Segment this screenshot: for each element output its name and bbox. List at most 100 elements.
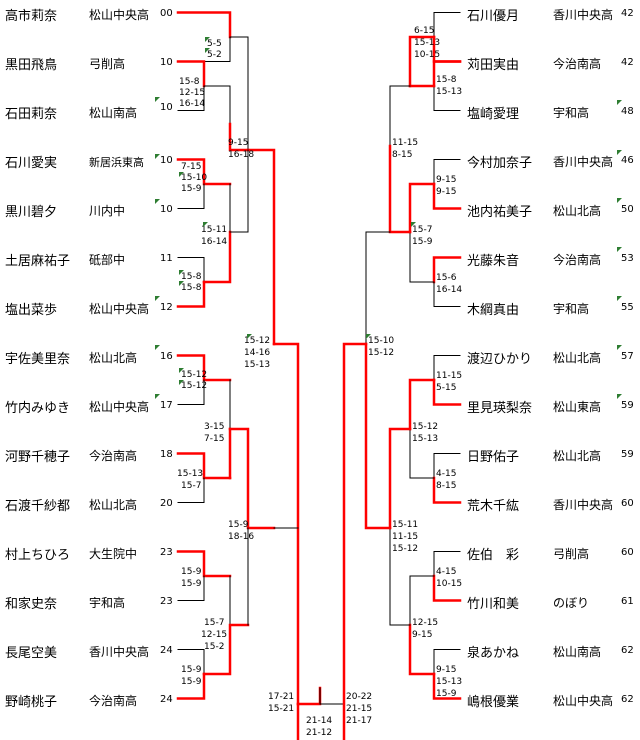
score-r-r2-a-1: 11-15 bbox=[392, 138, 419, 148]
right-player-team-14: 松山南高 bbox=[553, 645, 602, 659]
score-l-r1-f-2: 15-7 bbox=[181, 481, 202, 491]
left-player-seed-2: 10 bbox=[160, 57, 173, 68]
score-r-r1-h-2: 15-13 bbox=[436, 677, 463, 687]
left-r1-match-1-win-path bbox=[176, 11, 232, 39]
right-r1-match-3-win-path bbox=[432, 182, 462, 210]
score-final-right-3: 21-17 bbox=[346, 716, 373, 726]
score-final-right-2: 21-15 bbox=[346, 704, 373, 714]
right-player-team-9: 松山東高 bbox=[553, 400, 602, 414]
score-r-r1-b-1: 15-8 bbox=[436, 75, 457, 85]
left-r1-match-2-win-path bbox=[176, 60, 206, 88]
score-l-r1-b-1: 15-8 bbox=[179, 77, 200, 87]
right-player-seed-11: 60 bbox=[621, 498, 634, 509]
score-l-r3-a-1: 15-12 bbox=[244, 336, 271, 346]
right-r2-match-3-lose-path bbox=[409, 428, 435, 479]
marker-flag-icon bbox=[179, 172, 184, 177]
left-player-name-9: 竹内みゆき bbox=[5, 401, 71, 416]
score-r-r2-c-2: 15-13 bbox=[412, 434, 439, 444]
right-player-name-10: 日野佑子 bbox=[467, 450, 520, 465]
score-l-r1-c-2: 15-10 bbox=[181, 173, 208, 183]
right-r1-match-4-win-path bbox=[432, 256, 462, 284]
left-player-name-6: 土居麻祐子 bbox=[5, 254, 71, 269]
left-r1-match-8-lose-path bbox=[177, 649, 205, 675]
right-r2-match-4-win-path bbox=[408, 623, 436, 676]
right-player-name-8: 渡辺ひかり bbox=[467, 352, 533, 367]
score-r-r3-a-1: 15-10 bbox=[368, 336, 395, 346]
left-r1-match-6-win-path bbox=[176, 452, 232, 480]
right-player-name-15: 嶋根優業 bbox=[467, 695, 520, 710]
right-player-seed-13: 61 bbox=[621, 596, 634, 607]
left-r3-match-2-win-path bbox=[228, 427, 276, 530]
score-l-r3-b-2: 18-16 bbox=[228, 532, 255, 542]
marker-flag-icon bbox=[205, 37, 210, 42]
score-r-r1-g-2: 10-15 bbox=[436, 579, 463, 589]
score-l-r3-b-1: 15-9 bbox=[228, 520, 249, 530]
left-r1-match-5-lose-path bbox=[177, 379, 205, 405]
left-r2-link-2 bbox=[203, 85, 231, 125]
score-r-r1-a-2: 15-13 bbox=[414, 38, 441, 48]
left-player-name-14: 長尾空美 bbox=[5, 646, 58, 661]
marker-flag-icon bbox=[155, 97, 160, 102]
right-player-seed-15: 62 bbox=[621, 694, 634, 705]
left-player-name-10: 河野千穂子 bbox=[5, 450, 71, 465]
score-r-r1-f-2: 8-15 bbox=[436, 481, 457, 491]
score-r-r2-c-1: 15-12 bbox=[412, 422, 439, 432]
marker-flag-icon bbox=[155, 345, 160, 350]
score-l-r1-h-2: 15-9 bbox=[181, 677, 202, 687]
right-player-name-14: 泉あかね bbox=[467, 646, 520, 661]
left-player-team-11: 松山北高 bbox=[89, 498, 138, 512]
right-player-name-5: 池内祐美子 bbox=[467, 205, 533, 220]
right-player-name-1: 石川優月 bbox=[467, 9, 520, 24]
right-r2-match-4-lose-path bbox=[409, 575, 435, 626]
score-r-r1-c-1: 9-15 bbox=[436, 175, 457, 185]
score-l-r2-a-2: 16-18 bbox=[228, 150, 255, 160]
right-player-seed-1: 42 bbox=[621, 8, 634, 19]
right-semi-link bbox=[365, 231, 391, 345]
left-r2-match-4-win-path bbox=[202, 623, 250, 676]
score-r-r1-f-1: 4-15 bbox=[436, 469, 457, 479]
left-player-seed-12: 23 bbox=[160, 547, 173, 558]
left-player-team-9: 松山中央高 bbox=[89, 400, 150, 414]
left-r1-match-4-win-path bbox=[176, 280, 206, 308]
right-player-seed-6: 53 bbox=[621, 253, 634, 264]
right-r1-match-8-lose-path bbox=[433, 649, 461, 675]
left-player-team-6: 砥部中 bbox=[89, 253, 126, 267]
score-l-r2-b-2: 16-14 bbox=[201, 237, 228, 247]
right-player-name-3: 塩崎愛理 bbox=[467, 107, 520, 122]
final-top-mark bbox=[296, 686, 322, 706]
score-l-r1-b-3: 16-14 bbox=[179, 99, 206, 109]
right-player-name-2: 苅田実由 bbox=[467, 58, 520, 73]
left-semi-win-path bbox=[272, 342, 300, 706]
right-r2-match-2-win-path bbox=[408, 182, 436, 234]
right-player-seed-12: 60 bbox=[621, 547, 634, 558]
score-l-r1-e-2: 15-12 bbox=[181, 381, 208, 391]
score-l-r1-a-2: 5-2 bbox=[207, 50, 222, 60]
right-player-name-6: 光藤朱音 bbox=[467, 254, 520, 269]
left-r1-match-6-lose-path bbox=[177, 477, 205, 503]
right-player-team-4: 香川中央高 bbox=[553, 155, 614, 169]
left-player-seed-9: 17 bbox=[160, 400, 173, 411]
right-r1-match-5-lose-path bbox=[433, 355, 461, 381]
score-final-left-1: 17-21 bbox=[268, 692, 295, 702]
marker-flag-icon bbox=[617, 150, 622, 155]
left-player-name-4: 石川愛実 bbox=[5, 156, 58, 171]
left-r1-match-5-win-path bbox=[176, 354, 232, 382]
score-l-r1-h-1: 15-9 bbox=[181, 665, 202, 675]
right-r1-match-5-win-path bbox=[432, 378, 462, 406]
left-player-seed-3: 10 bbox=[160, 102, 173, 113]
score-l-r1-f-1: 15-13 bbox=[177, 469, 204, 479]
left-player-name-1: 高市莉奈 bbox=[5, 9, 58, 24]
left-r1-match-2-lose-path bbox=[177, 85, 205, 111]
left-r1-match-8-win-path bbox=[176, 672, 206, 700]
score-l-r1-g-2: 15-9 bbox=[181, 579, 202, 589]
right-player-seed-9: 59 bbox=[621, 400, 634, 411]
score-l-r1-c-1: 7-15 bbox=[181, 162, 202, 172]
left-player-name-11: 石渡千紗都 bbox=[5, 499, 71, 514]
right-player-team-3: 宇和高 bbox=[553, 106, 590, 120]
right-semi-win-path bbox=[364, 342, 392, 530]
left-r1-match-3-win-path bbox=[176, 158, 232, 186]
left-player-seed-7: 12 bbox=[160, 302, 173, 313]
left-player-seed-4: 10 bbox=[160, 155, 173, 166]
